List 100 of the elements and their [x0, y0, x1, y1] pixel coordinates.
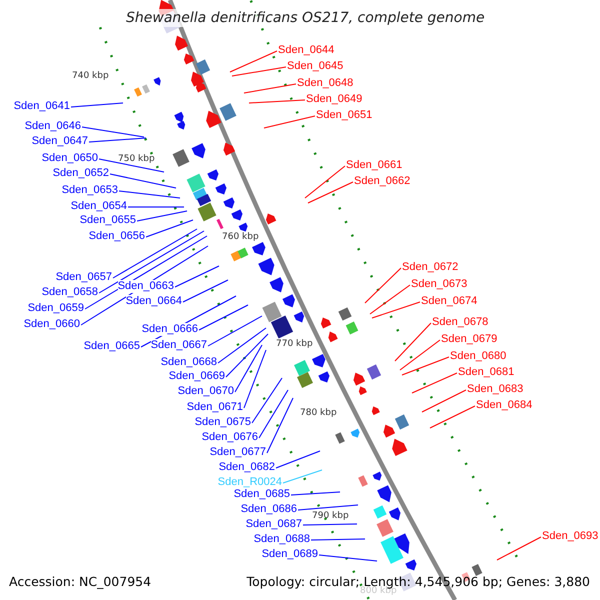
leader-line: [84, 236, 208, 310]
leader-line: [364, 268, 402, 304]
leader-line: [174, 266, 220, 288]
leader-line: [98, 158, 164, 172]
gene-label: Sden_0641: [14, 100, 70, 113]
leader-line: [264, 116, 316, 128]
gene-label: Sden_0644: [278, 44, 334, 57]
scale-label: 740 kbp: [72, 71, 109, 81]
gene-label: Sden_0679: [441, 333, 498, 346]
accession-label: Accession: NC_007954: [9, 574, 152, 589]
gene-label: Sden_0682: [218, 461, 275, 474]
leader-line: [310, 538, 366, 540]
gene-label: Sden_0645: [287, 60, 344, 73]
leader-line: [70, 102, 124, 108]
leader-line: [412, 372, 458, 394]
gene-label: Sden_0671: [186, 401, 243, 414]
leader-line: [276, 450, 320, 468]
gene-label: Sden_0681: [458, 366, 514, 379]
leader-line: [118, 190, 180, 198]
leader-line: [244, 84, 296, 94]
scale-label: 750 kbp: [118, 154, 155, 164]
leader-line: [496, 536, 542, 560]
gene-label: Sden_0646: [24, 120, 81, 133]
gene-label: Sden_0680: [450, 350, 506, 363]
leader-line: [282, 470, 322, 484]
gene-label: Sden_0668: [160, 356, 217, 369]
leader-line: [182, 280, 228, 302]
scale-label: 760 kbp: [222, 232, 259, 242]
leader-line: [88, 138, 146, 142]
gene-label: Sden_0675: [194, 416, 251, 429]
leader-line: [232, 66, 286, 76]
gene-label: Sden_0654: [70, 200, 127, 213]
gene-label: Sden_0685: [234, 488, 290, 501]
gene-label: Sden_0684: [476, 399, 532, 412]
gene-label: Sden_0676: [202, 431, 258, 444]
gene-label: Sden_0660: [24, 318, 80, 331]
leader-line: [234, 344, 262, 392]
gene-label: Sden_0673: [411, 278, 468, 291]
leader-line: [198, 304, 248, 330]
gene-label: Sden_0683: [467, 383, 524, 396]
gene-label: Sden_0665: [84, 340, 140, 353]
leader-line: [370, 284, 410, 314]
scale-label: 770 kbp: [276, 339, 313, 349]
gene-label: Sden_0678: [432, 316, 488, 329]
leader-line: [402, 356, 450, 376]
leader-line: [308, 182, 354, 204]
gene-label: Sden_0677: [210, 446, 266, 459]
leader-line: [226, 334, 268, 378]
leader-line: [218, 328, 266, 364]
leader-line: [136, 210, 188, 222]
leader-line: [248, 100, 306, 104]
leader-line: [302, 524, 358, 526]
gene-label: Sden_0650: [42, 152, 98, 165]
gene-label: Sden_0667: [150, 339, 207, 352]
leader-line: [252, 378, 282, 424]
gene-label: Sden_0649: [306, 93, 362, 106]
gene-label: Sden_0661: [346, 159, 402, 172]
scale-label: 790 kbp: [312, 511, 349, 521]
gene-label: Sden_0651: [316, 109, 372, 122]
leader-line: [128, 206, 184, 208]
leader-line: [400, 340, 440, 370]
leader-line: [290, 492, 340, 496]
gene-label: Sden_0647: [32, 135, 88, 148]
gene-label: Sden_0686: [240, 503, 297, 516]
gene-label: Sden_0670: [178, 385, 234, 398]
leader-line: [372, 302, 420, 318]
leader-line: [112, 228, 198, 278]
gene-label: Sden_0658: [42, 286, 98, 299]
leader-line: [244, 350, 266, 408]
gene-label: Sden_0657: [56, 271, 112, 284]
gene-label: Sden_0663: [118, 280, 174, 293]
gene-label: Sden_0656: [88, 230, 145, 243]
gene-label: Sden_0689: [262, 548, 318, 561]
gene-label: Sden_R0024: [218, 476, 282, 489]
gene-label: Sden_0662: [354, 175, 410, 188]
leader-line: [110, 174, 176, 188]
leader-line: [230, 50, 278, 72]
gene-label: Sden_0674: [421, 295, 478, 308]
leader-line: [208, 316, 262, 346]
leader-line: [304, 166, 346, 198]
gene-label: Sden_0672: [402, 261, 458, 274]
leader-line: [258, 390, 288, 438]
gene-label: Sden_0659: [28, 302, 84, 315]
gene-label: Sden_0655: [80, 214, 136, 227]
leader-line: [318, 554, 378, 562]
leader-line: [422, 390, 466, 412]
leader-line: [298, 504, 358, 510]
gene-label: Sden_0652: [52, 167, 109, 180]
gene-label: Sden_0653: [62, 184, 118, 197]
leader-line: [394, 322, 432, 362]
leader-line: [146, 220, 194, 238]
leader-line: [82, 126, 144, 138]
scale-label: 780 kbp: [300, 408, 337, 418]
gene-label: Sden_0648: [297, 77, 354, 90]
leader-line: [266, 398, 294, 454]
leader-line: [430, 406, 476, 428]
gene-label: Sden_0666: [142, 323, 198, 336]
leader-line: [98, 230, 204, 294]
gene-label: Sden_0687: [246, 518, 302, 531]
gene-label: Sden_0664: [126, 295, 182, 308]
